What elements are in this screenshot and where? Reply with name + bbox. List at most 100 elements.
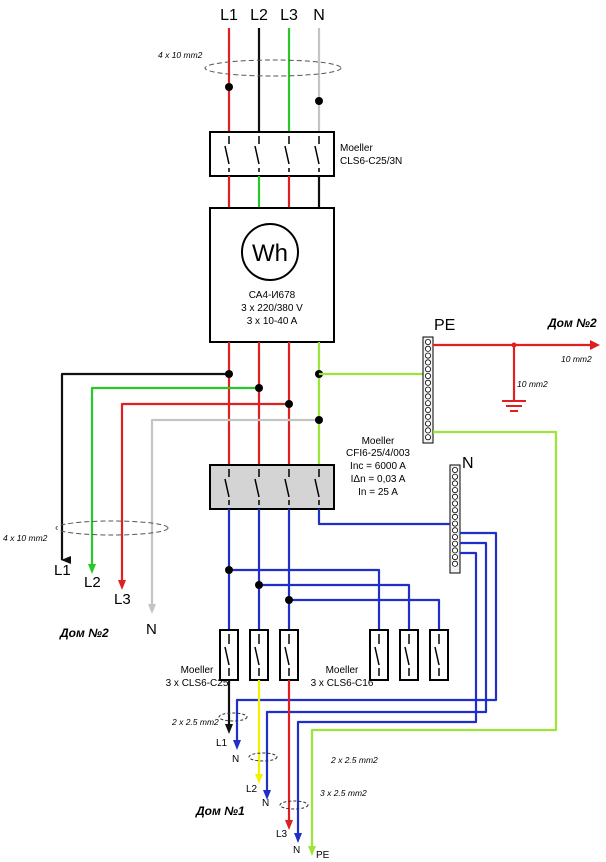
house2-right-title: Дом №2 <box>547 316 597 330</box>
breakers-left-model: 3 x CLS6-C25 <box>166 678 229 689</box>
wire-house2-l1 <box>60 372 229 564</box>
busbar-hole <box>451 534 458 541</box>
top-cable-label: 4 x 10 mm2 <box>158 50 203 60</box>
busbar-hole <box>451 487 458 494</box>
main-breaker-brand: Moeller <box>340 143 373 154</box>
busbar-hole <box>451 527 458 534</box>
label-l3-top: L3 <box>280 7 298 24</box>
busbar-hole <box>424 379 431 386</box>
busbar-hole <box>424 434 431 441</box>
busbar-hole <box>451 507 458 514</box>
breakers-right-brand: Moeller <box>326 665 359 676</box>
busbar-hole <box>451 480 458 487</box>
junction-dot <box>225 83 233 91</box>
wire-rcd-n-bus <box>317 509 450 526</box>
busbar-hole <box>424 352 431 359</box>
house2-right-cable: 10 mm2 <box>561 354 592 364</box>
busbar-hole <box>424 420 431 427</box>
rcd-switches <box>224 469 320 505</box>
meter-model: СА4-И678 <box>249 290 296 301</box>
ground-icon <box>502 400 526 412</box>
junction-dot <box>315 97 323 105</box>
rcd-model: CFI6-25/4/003 <box>346 448 410 459</box>
house2-cable-ellipse <box>55 520 169 536</box>
junction-dot <box>255 384 263 392</box>
arrow-head <box>294 833 302 843</box>
arrow-head <box>148 604 156 614</box>
arrow-head <box>225 724 233 734</box>
pe-busbar-holes <box>424 338 431 441</box>
wire-house2-l3 <box>120 402 289 582</box>
meter-symbol: Wh <box>252 240 288 267</box>
house1-out-l2: L2 <box>246 784 258 795</box>
busbar-hole <box>424 413 431 420</box>
rcd-box <box>209 464 335 510</box>
house1-cable-2: 2 x 2.5 mm2 <box>330 755 378 765</box>
breaker-switch-symbol <box>284 634 290 676</box>
house2-cable-label: 4 x 10 mm2 <box>3 533 48 543</box>
busbar-hole <box>424 400 431 407</box>
junction-dot <box>225 566 233 574</box>
arrow-head <box>308 846 316 856</box>
breaker-switch-symbol <box>404 634 410 676</box>
arrow-head <box>285 820 293 830</box>
cable-bundle-ellipse <box>204 59 342 77</box>
busbar-hole <box>451 560 458 567</box>
wire-house2-n <box>150 418 319 606</box>
branch-breaker <box>369 629 389 681</box>
cable-ellipse-3 <box>279 800 309 810</box>
wire-right-b1 <box>229 568 381 630</box>
label-n-top: N <box>313 7 325 24</box>
meter-current: 3 x 10-40 A <box>247 316 298 327</box>
main-breaker-box <box>209 131 335 177</box>
arrow-head <box>255 774 263 784</box>
busbar-hole <box>451 466 458 473</box>
house1-title: Дом №1 <box>195 804 245 818</box>
n-bus-label: N <box>462 455 474 472</box>
house1-cable-3: 3 x 2.5 mm2 <box>320 788 367 798</box>
wh-meter-icon <box>241 223 299 281</box>
breakers-left-brand: Moeller <box>181 665 214 676</box>
junction-dot <box>285 596 293 604</box>
rcd-idn: IΔn = 0,03 A <box>351 474 406 485</box>
arrow-head <box>590 340 600 350</box>
busbar-hole <box>451 473 458 480</box>
label-l1-top: L1 <box>220 7 238 24</box>
incoming-wires <box>225 28 323 132</box>
busbar-hole <box>451 547 458 554</box>
busbar-hole <box>451 520 458 527</box>
busbar-hole <box>451 513 458 520</box>
rcd-in: In = 25 A <box>358 487 398 498</box>
n-busbar-holes <box>451 466 458 567</box>
busbar-hole <box>424 359 431 366</box>
junction-dot <box>225 370 233 378</box>
label-l2-top: L2 <box>250 7 268 24</box>
house2-out-l1: L1 <box>54 562 71 579</box>
branch-breaker <box>429 629 449 681</box>
busbar-hole <box>451 540 458 547</box>
house2-out-l2: L2 <box>84 574 101 591</box>
arrow-head <box>233 740 241 750</box>
cable-ellipse-2 <box>248 752 278 762</box>
breaker-switch-symbol <box>254 634 260 676</box>
busbar-hole <box>424 427 431 434</box>
junction-dot <box>511 342 517 348</box>
busbar-hole <box>424 386 431 393</box>
house1-out-pe: PE <box>316 850 330 861</box>
house2-out-l3: L3 <box>114 591 131 608</box>
busbar-hole <box>424 345 431 352</box>
main-breaker-model: CLS6-C25/3N <box>340 156 402 167</box>
wire-n-house1-3 <box>296 551 478 835</box>
house2-left-title: Дом №2 <box>59 626 109 640</box>
junction-dot <box>315 416 323 424</box>
house1-out-n1: N <box>232 754 239 765</box>
breaker-switch-symbol <box>224 634 230 676</box>
house1-out-l1: L1 <box>216 738 228 749</box>
arrow-head <box>88 564 96 574</box>
busbar-hole <box>424 338 431 345</box>
breakers-right-model: 3 x CLS6-C16 <box>311 678 374 689</box>
wire-right-b2 <box>259 583 411 630</box>
busbar-hole <box>451 500 458 507</box>
wire-house2-l2 <box>90 386 259 568</box>
